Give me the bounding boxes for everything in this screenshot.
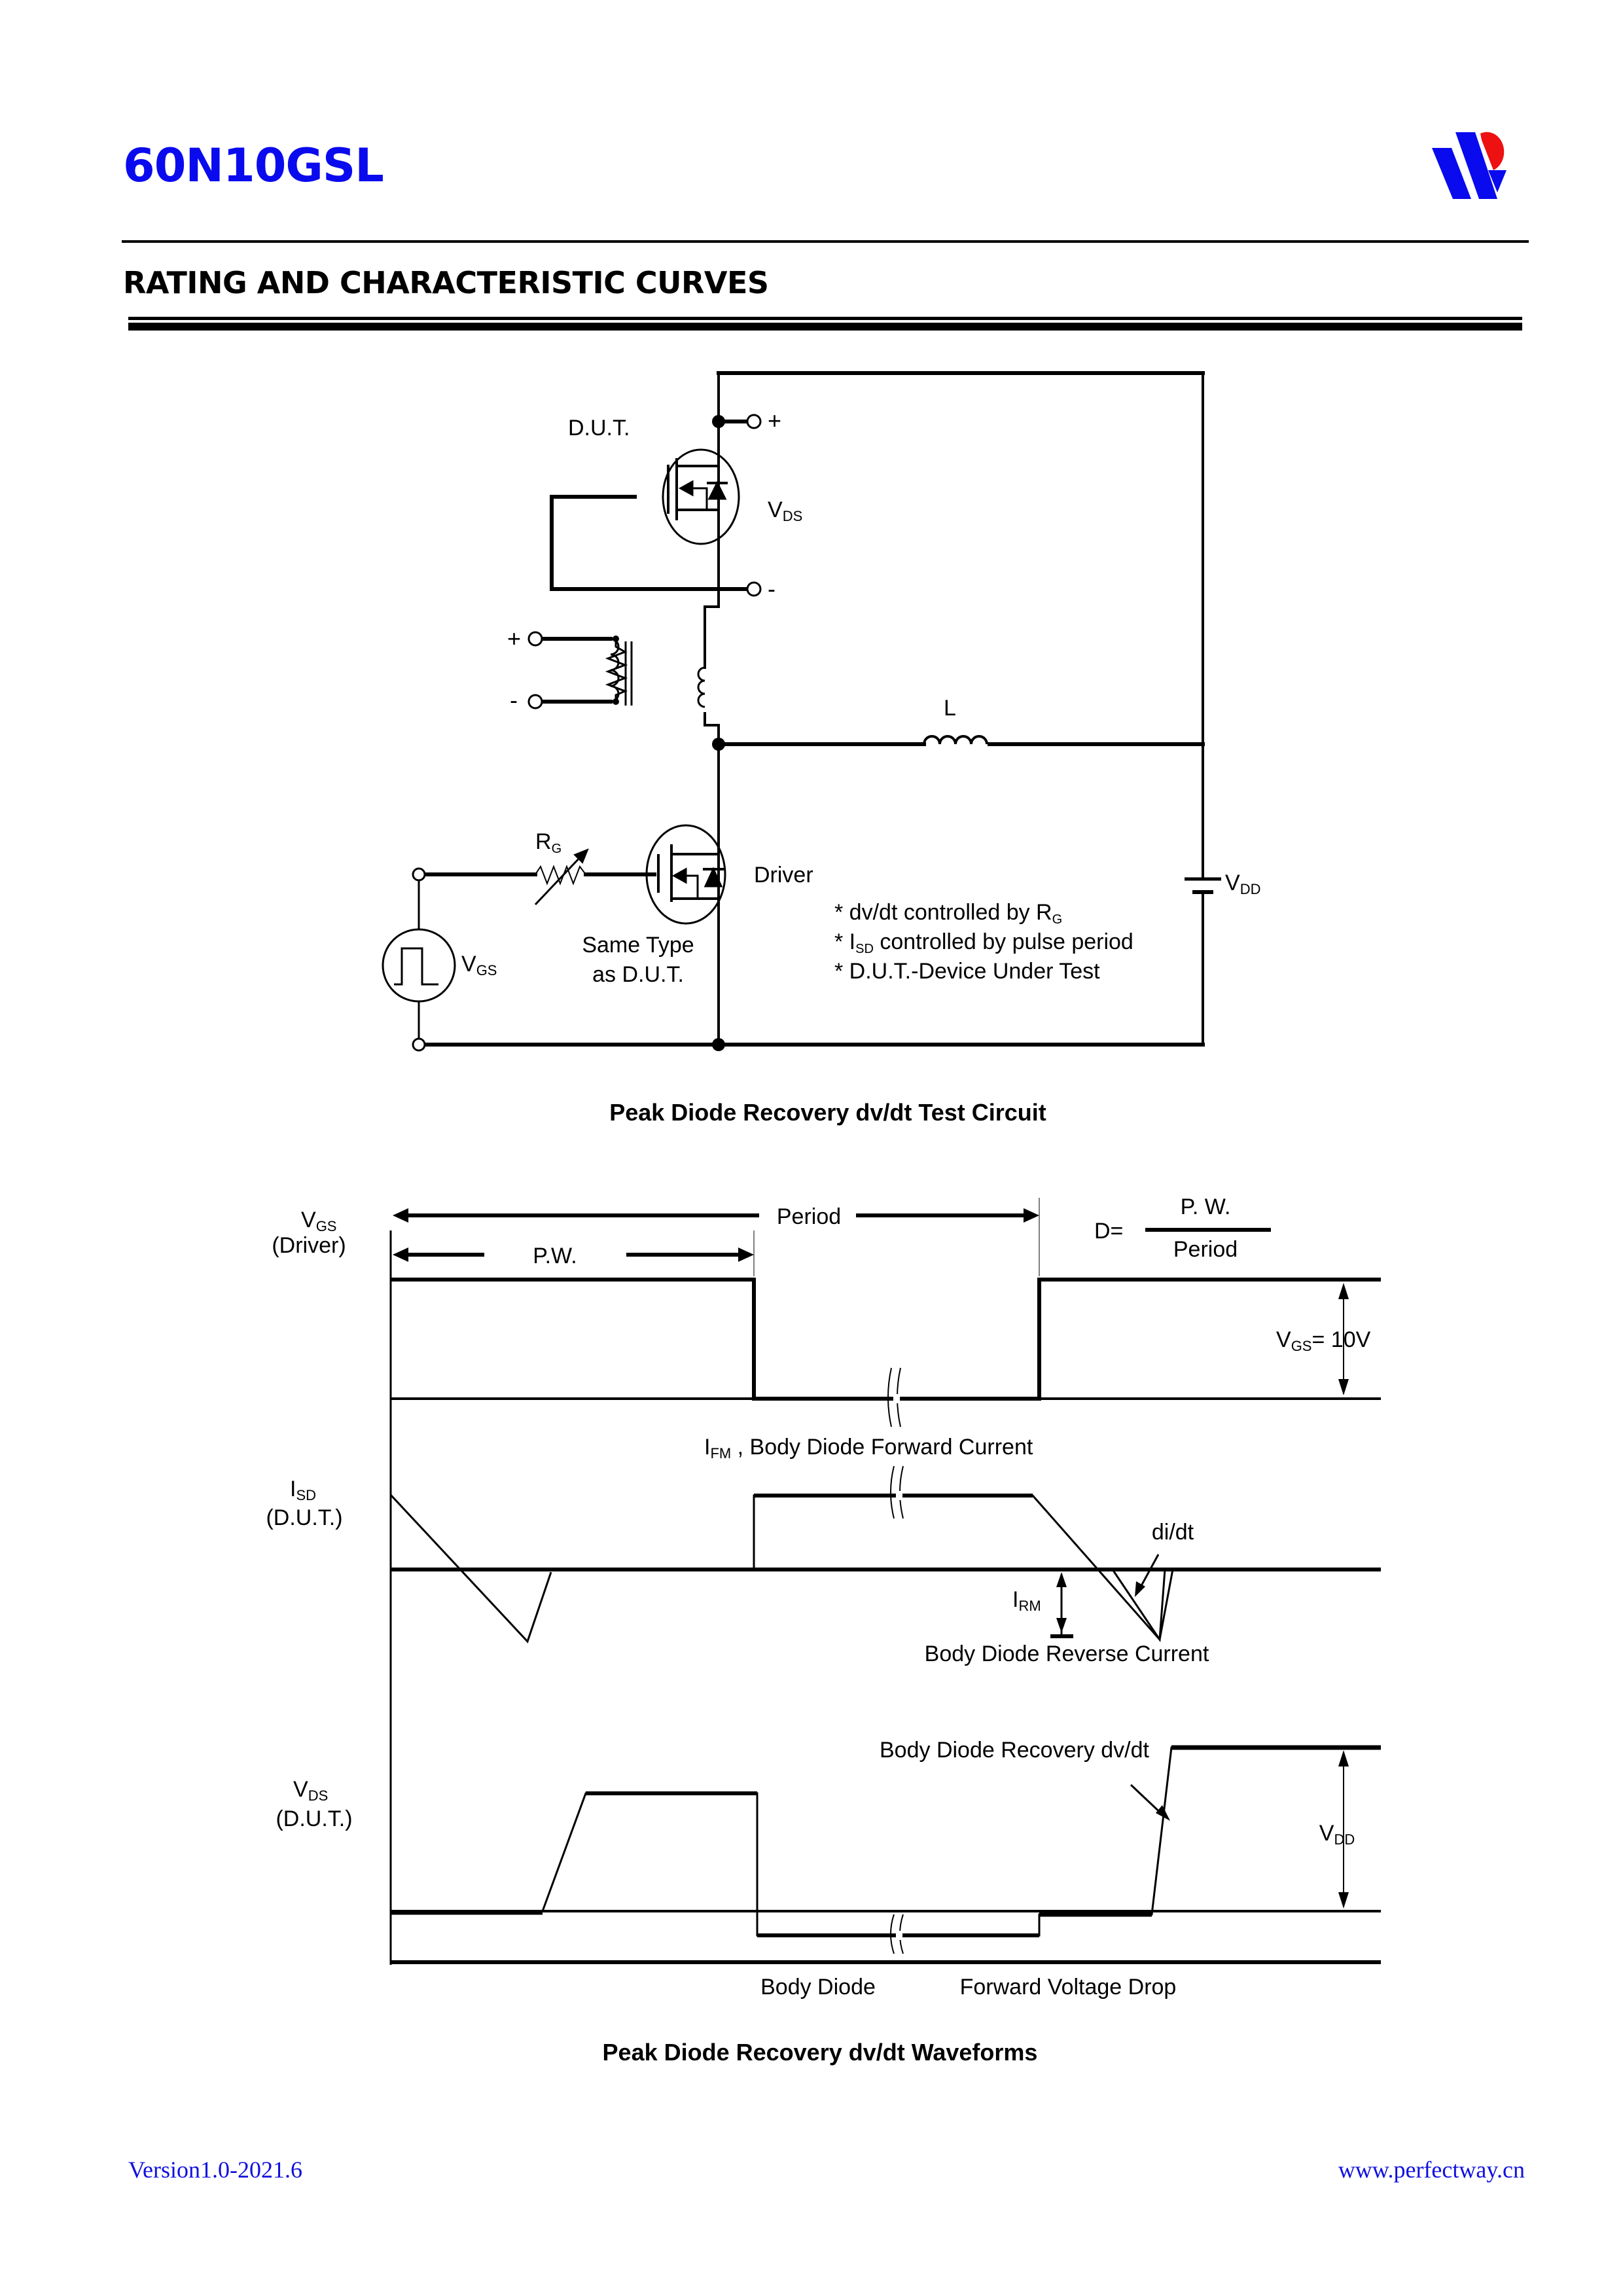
irm-arrow-up bbox=[1056, 1572, 1067, 1587]
label-same-type: Same Type bbox=[582, 933, 694, 958]
label-pulse-plus: + bbox=[507, 625, 521, 652]
note-dvdt-rg: * dv/dt controlled by RG bbox=[834, 900, 1062, 927]
duty-cycle-denominator: Period bbox=[1173, 1237, 1238, 1262]
break-gap-isd bbox=[896, 1491, 902, 1500]
vds-axis-label: VDS bbox=[293, 1777, 328, 1804]
variable-resistor-rg-symbol bbox=[534, 848, 589, 906]
label-rg: RG bbox=[535, 829, 562, 856]
vdd-arrow-down bbox=[1338, 1892, 1349, 1909]
vdd-arrow-up bbox=[1338, 1750, 1349, 1767]
isd-trace-recovery bbox=[1111, 1569, 1174, 1642]
vgs-trace bbox=[391, 1278, 1381, 1401]
isd-trace-first-recovery bbox=[389, 1494, 552, 1643]
pulse-source-symbol bbox=[382, 928, 456, 1003]
document-title: 60N10GSL bbox=[123, 139, 384, 192]
period-arrowhead-left bbox=[393, 1208, 408, 1223]
terminal-plus bbox=[746, 414, 762, 429]
vds-trace bbox=[391, 1746, 1381, 1937]
period-arrowhead-right bbox=[1024, 1208, 1039, 1223]
logo-blue-stroke-2 bbox=[1455, 132, 1497, 199]
dut-mosfet-symbol bbox=[662, 448, 740, 545]
pw-arrowhead-right bbox=[738, 1247, 754, 1262]
vgs-amplitude-arrow-up bbox=[1338, 1283, 1349, 1299]
forward-voltage-drop-label: Forward Voltage Drop bbox=[960, 1975, 1177, 2000]
footer-website-link[interactable]: www.perfectway.cn bbox=[1338, 2157, 1525, 2183]
logo-red-half-circle bbox=[1480, 132, 1505, 170]
label-driver: Driver bbox=[754, 863, 813, 888]
vgs-axis-sublabel: (Driver) bbox=[272, 1233, 346, 1258]
body-diode-label: Body Diode bbox=[760, 1975, 876, 2000]
label-vgs-source: VGS bbox=[461, 952, 497, 978]
pulse-transformer-symbol bbox=[605, 637, 705, 708]
arrowheads bbox=[393, 1208, 1349, 1909]
terminal-pulse-plus bbox=[527, 631, 543, 647]
logo-blue-triangle bbox=[1488, 170, 1507, 192]
label-plus-terminal: + bbox=[768, 407, 781, 434]
vgs-amplitude-arrow-down bbox=[1338, 1379, 1349, 1395]
terminal-pulse-minus bbox=[527, 694, 543, 709]
note-isd-period: * ISD controlled by pulse period bbox=[834, 929, 1133, 956]
vds-axis-sublabel: (D.U.T.) bbox=[276, 1806, 352, 1831]
irm-arrow-down bbox=[1056, 1618, 1067, 1633]
label-pulse-minus: - bbox=[510, 687, 518, 713]
label-vdd-source: VDD bbox=[1225, 870, 1260, 897]
driver-mosfet-symbol bbox=[645, 824, 726, 925]
period-label: Period bbox=[777, 1204, 841, 1229]
didt-arrowhead bbox=[1135, 1581, 1145, 1597]
didt-label: di/dt bbox=[1152, 1520, 1194, 1545]
section-title: RATING AND CHARACTERISTIC CURVES bbox=[123, 265, 769, 300]
dc-source-vdd-symbol bbox=[1185, 877, 1221, 894]
circuit-caption: Peak Diode Recovery dv/dt Test Circuit bbox=[609, 1099, 1046, 1126]
section-divider-thick bbox=[128, 323, 1522, 331]
wire-dut-gate-loop bbox=[550, 495, 755, 591]
isd-axis-label: ISD bbox=[290, 1477, 316, 1503]
pw-label: P.W. bbox=[533, 1244, 577, 1268]
duty-cycle-prefix: D= bbox=[1094, 1219, 1123, 1244]
note-dut-definition: * D.U.T.-Device Under Test bbox=[834, 959, 1100, 984]
junction-dot bbox=[712, 738, 725, 751]
label-vds: VDS bbox=[768, 497, 802, 524]
terminal-vgs-top bbox=[412, 867, 426, 882]
junction-dot bbox=[613, 636, 619, 642]
label-inductor: L bbox=[944, 696, 956, 721]
recovery-dvdt-arrowhead bbox=[1156, 1805, 1170, 1821]
recovery-dvdt-label: Body Diode Recovery dv/dt bbox=[880, 1738, 1150, 1763]
ifm-label: IFM , Body Diode Forward Current bbox=[704, 1435, 1033, 1462]
duty-cycle-numerator: P. W. bbox=[1181, 1194, 1231, 1219]
junction-dot bbox=[712, 1038, 725, 1051]
inductor-symbol bbox=[923, 735, 988, 745]
reverse-current-label: Body Diode Reverse Current bbox=[925, 1641, 1209, 1666]
waveforms-caption: Peak Diode Recovery dv/dt Waveforms bbox=[603, 2039, 1038, 2066]
isd-axis-sublabel: (D.U.T.) bbox=[266, 1505, 342, 1530]
logo-blue-stroke-1 bbox=[1432, 148, 1471, 199]
break-gap-vgs bbox=[893, 1394, 900, 1403]
perfectway-logo bbox=[1432, 132, 1507, 199]
break-gap-vds bbox=[896, 1931, 902, 1940]
label-as-dut: as D.U.T. bbox=[592, 962, 684, 987]
vgs-axis-label: VGS bbox=[301, 1208, 336, 1234]
terminal-minus bbox=[746, 581, 762, 597]
label-minus-terminal: - bbox=[768, 575, 776, 602]
junction-dot bbox=[712, 415, 725, 428]
terminal-vgs-bottom bbox=[412, 1037, 426, 1052]
vdd-amplitude-label: VDD bbox=[1319, 1821, 1355, 1848]
pw-arrowhead-left bbox=[393, 1247, 408, 1262]
section-divider-thin bbox=[128, 317, 1522, 320]
junction-dot bbox=[613, 698, 619, 705]
footer-version: Version1.0-2021.6 bbox=[128, 2157, 302, 2183]
label-dut: D.U.T. bbox=[568, 416, 630, 440]
wire-transformer-secondary bbox=[704, 605, 720, 669]
header-divider bbox=[122, 240, 1529, 243]
didt-pointer-line bbox=[1137, 1554, 1160, 1591]
vgs-amplitude-label: VGS= 10V bbox=[1276, 1327, 1371, 1354]
irm-label: IRM bbox=[1012, 1587, 1041, 1614]
